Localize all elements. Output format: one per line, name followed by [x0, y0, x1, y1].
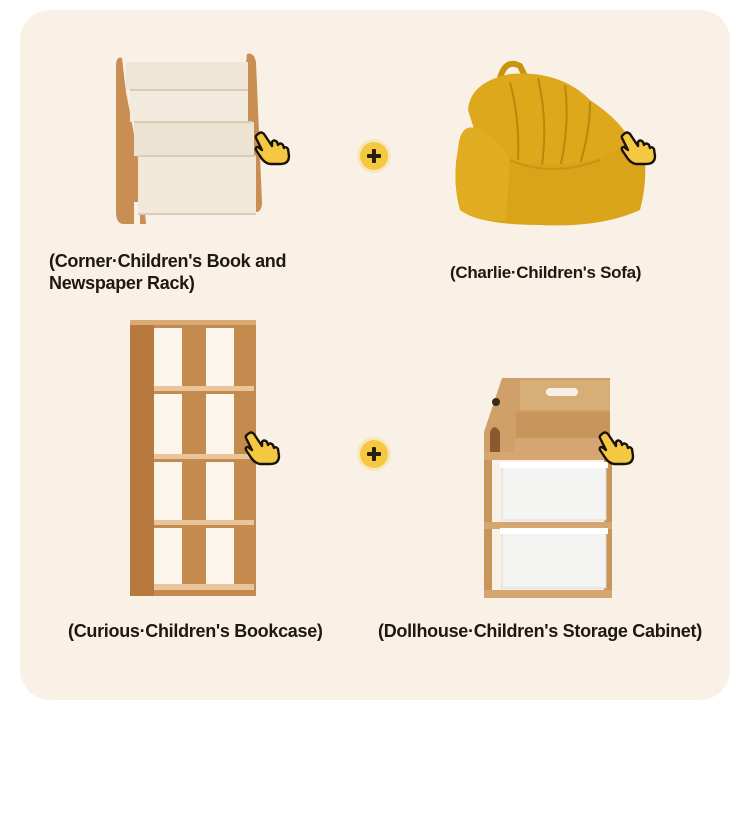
- pointing-hand-icon: [618, 130, 658, 166]
- pointing-hand-icon: [242, 430, 282, 466]
- caption-line-1: (Charlie·Children's Sofa): [450, 263, 642, 282]
- book-rack-image: [116, 53, 262, 224]
- plus-icon: [360, 440, 388, 468]
- caption-line-2: Newspaper Rack): [49, 273, 195, 293]
- product-sofa[interactable]: [450, 60, 650, 230]
- product-caption-sofa: (Charlie·Children's Sofa): [450, 262, 641, 284]
- plus-icon: [360, 142, 388, 170]
- storage-cabinet-image: [484, 378, 612, 598]
- caption-line-1: (Curious·Children's Bookcase): [68, 621, 323, 641]
- caption-line-1: (Corner·Children's Book and: [49, 251, 287, 271]
- pointing-hand-icon: [596, 430, 636, 466]
- product-bookcase[interactable]: [128, 318, 258, 600]
- product-caption-bookcase: (Curious·Children's Bookcase): [68, 620, 323, 642]
- sofa-image: [455, 60, 646, 226]
- product-caption-book-rack: (Corner·Children's Book and Newspaper Ra…: [49, 250, 287, 294]
- product-storage-cabinet[interactable]: [480, 372, 620, 602]
- caption-line-1: (Dollhouse·Children's Storage Cabinet): [378, 621, 702, 641]
- pointing-hand-icon: [252, 130, 292, 166]
- bookcase-image: [130, 320, 256, 596]
- product-caption-storage-cabinet: (Dollhouse·Children's Storage Cabinet): [378, 620, 702, 642]
- product-book-rack[interactable]: [112, 52, 272, 242]
- product-bundle-card: (Corner·Children's Book and Newspaper Ra…: [20, 10, 730, 700]
